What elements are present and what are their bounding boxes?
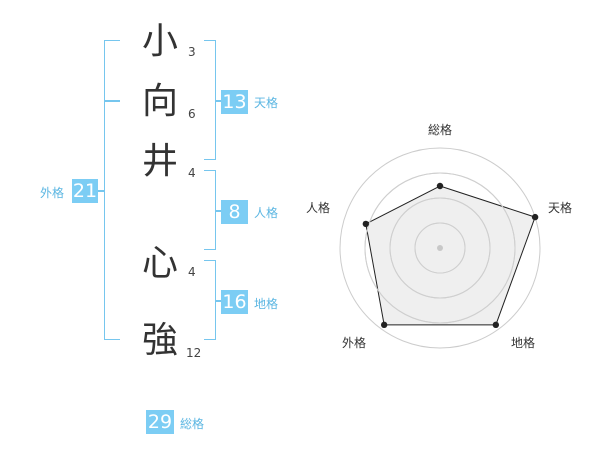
radar-axis-label-1: 天格 bbox=[548, 201, 573, 215]
radar-axis-label-0: 総格 bbox=[428, 123, 453, 137]
radar-point-3 bbox=[380, 321, 388, 329]
stroke-count-3: 4 bbox=[188, 166, 196, 180]
radar-point-1 bbox=[531, 213, 539, 221]
radar-axis-label-4: 人格 bbox=[306, 201, 331, 215]
radar-point-0 bbox=[436, 182, 444, 190]
chikaku-label: 地格 bbox=[254, 297, 279, 311]
radar-ring-overlay-3 bbox=[364, 172, 516, 324]
gaikaku-bracket-connector bbox=[98, 190, 105, 192]
stroke-count-4: 4 bbox=[188, 265, 196, 279]
name-char-5: 強 bbox=[141, 320, 178, 361]
name-char-3: 井 bbox=[141, 141, 178, 182]
tenkaku-bracket-connector bbox=[215, 100, 221, 102]
jinkaku-label: 人格 bbox=[254, 206, 279, 220]
radar-center-dot bbox=[437, 245, 443, 251]
jinkaku-bracket-connector bbox=[215, 210, 221, 212]
radar-ring-overlay-1 bbox=[414, 222, 466, 274]
tenkaku-value: 13 bbox=[221, 90, 248, 114]
name-char-2: 向 bbox=[141, 81, 178, 122]
gaikaku-bracket-tick bbox=[104, 100, 120, 102]
radar-point-4 bbox=[362, 220, 370, 228]
tenkaku-label: 天格 bbox=[254, 96, 279, 110]
radar-polygon bbox=[365, 185, 536, 326]
stroke-count-2: 6 bbox=[188, 107, 196, 121]
radar-axis-label-3: 外格 bbox=[342, 336, 367, 350]
soukaku-label: 総格 bbox=[180, 417, 205, 431]
radar-axis-label-2: 地格 bbox=[511, 336, 536, 350]
name-char-4: 心 bbox=[141, 243, 178, 284]
gaikaku-label: 外格 bbox=[40, 186, 65, 200]
chikaku-value: 16 bbox=[221, 290, 248, 314]
chikaku-bracket-connector bbox=[215, 300, 221, 302]
radar-point-2 bbox=[492, 321, 500, 329]
gaikaku-value: 21 bbox=[72, 179, 98, 203]
name-char-1: 小 bbox=[141, 21, 178, 62]
soukaku-value: 29 bbox=[146, 410, 174, 434]
jinkaku-value: 8 bbox=[221, 200, 248, 224]
stroke-count-5: 12 bbox=[186, 346, 202, 360]
stroke-count-1: 3 bbox=[188, 45, 196, 59]
radar-ring-overlay-2 bbox=[389, 197, 491, 299]
